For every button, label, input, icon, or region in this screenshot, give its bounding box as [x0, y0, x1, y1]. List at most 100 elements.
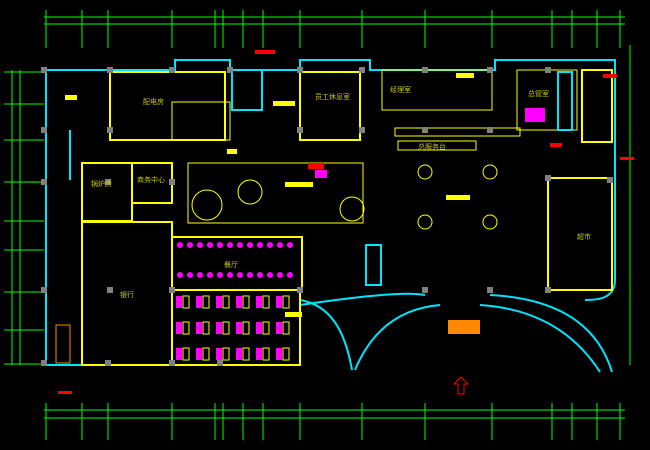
column — [169, 287, 175, 293]
booth-table — [202, 295, 210, 309]
booth-seat — [176, 348, 182, 360]
column — [297, 127, 303, 133]
column — [297, 67, 303, 73]
column — [217, 360, 223, 366]
interior-walls — [69, 69, 613, 366]
column — [41, 360, 47, 366]
column — [105, 360, 111, 366]
column — [41, 67, 47, 73]
dining-chair — [277, 242, 283, 248]
column — [545, 287, 551, 293]
column — [422, 127, 428, 133]
booth-table — [282, 347, 290, 361]
columns — [41, 67, 613, 366]
booth-seat — [256, 296, 262, 308]
column — [607, 177, 613, 183]
room-label-staff-lounge: 员工休息室 — [315, 92, 350, 101]
booth-seat — [236, 322, 242, 334]
column — [422, 287, 428, 293]
room-label-supermarket: 超市 — [577, 232, 591, 241]
column — [359, 67, 365, 73]
booth-table — [222, 295, 230, 309]
column — [422, 67, 428, 73]
column — [487, 127, 493, 133]
room-label-business-center: 商务中心 — [137, 175, 165, 184]
booth-seat — [236, 348, 242, 360]
booth-seat — [276, 348, 282, 360]
column — [227, 67, 233, 73]
booth-table — [222, 347, 230, 361]
booth-seat — [216, 296, 222, 308]
booth-table — [282, 295, 290, 309]
booth-seat — [196, 322, 202, 334]
booth-table — [222, 321, 230, 335]
dining-chair — [267, 272, 273, 278]
booth-table — [242, 321, 250, 335]
dining-chair — [177, 242, 183, 248]
dining-chair — [227, 242, 233, 248]
column — [41, 287, 47, 293]
booth-table — [182, 295, 190, 309]
booth-seat — [216, 322, 222, 334]
dining-chair — [237, 272, 243, 278]
booth-table — [262, 347, 270, 361]
dining-chair — [177, 272, 183, 278]
column — [359, 127, 365, 133]
markers — [58, 50, 634, 395]
dining-chair — [247, 272, 253, 278]
booth-seat — [276, 296, 282, 308]
dining-chair — [217, 242, 223, 248]
dining-chair — [217, 272, 223, 278]
dining-chair — [287, 242, 293, 248]
booth-table — [282, 321, 290, 335]
booth-table — [242, 295, 250, 309]
booth-seat — [196, 296, 202, 308]
booth-seat — [176, 296, 182, 308]
furniture — [55, 108, 545, 364]
room-label-boiler-room: 锅炉房 — [91, 179, 112, 188]
booth-seat — [276, 322, 282, 334]
dining-chair — [187, 272, 193, 278]
booth-table — [262, 321, 270, 335]
room-label-front-desk: 总服务台 — [418, 142, 446, 151]
booth-seat — [196, 348, 202, 360]
column — [169, 360, 175, 366]
column — [169, 179, 175, 185]
dining-chair — [277, 272, 283, 278]
booth-table — [182, 347, 190, 361]
column — [487, 67, 493, 73]
room-label-restaurant: 餐厅 — [224, 260, 238, 269]
column — [545, 175, 551, 181]
column — [107, 67, 113, 73]
dining-chair — [197, 272, 203, 278]
dining-chair — [227, 272, 233, 278]
booth-seat — [256, 348, 262, 360]
room-label-office-room: 经理室 — [390, 85, 411, 94]
booth-table — [182, 321, 190, 335]
column — [297, 287, 303, 293]
booth-table — [242, 347, 250, 361]
booth-table — [262, 295, 270, 309]
column — [169, 67, 175, 73]
dining-chair — [267, 242, 273, 248]
dining-chair — [257, 242, 263, 248]
column — [545, 67, 551, 73]
room-label-power-room: 配电房 — [143, 97, 164, 106]
room-label-manager-room: 总管室 — [528, 89, 549, 98]
dining-chair — [197, 242, 203, 248]
booth-seat — [216, 348, 222, 360]
dimension-lines — [4, 10, 631, 440]
booth-table — [202, 347, 210, 361]
dining-chair — [207, 272, 213, 278]
room-label-bank: 银行 — [120, 290, 134, 299]
booth-seat — [236, 296, 242, 308]
dining-chair — [247, 242, 253, 248]
column — [41, 127, 47, 133]
dining-chair — [257, 272, 263, 278]
booth-seat — [256, 322, 262, 334]
column — [41, 179, 47, 185]
column — [107, 127, 113, 133]
dining-chair — [187, 242, 193, 248]
booth-seat — [176, 322, 182, 334]
